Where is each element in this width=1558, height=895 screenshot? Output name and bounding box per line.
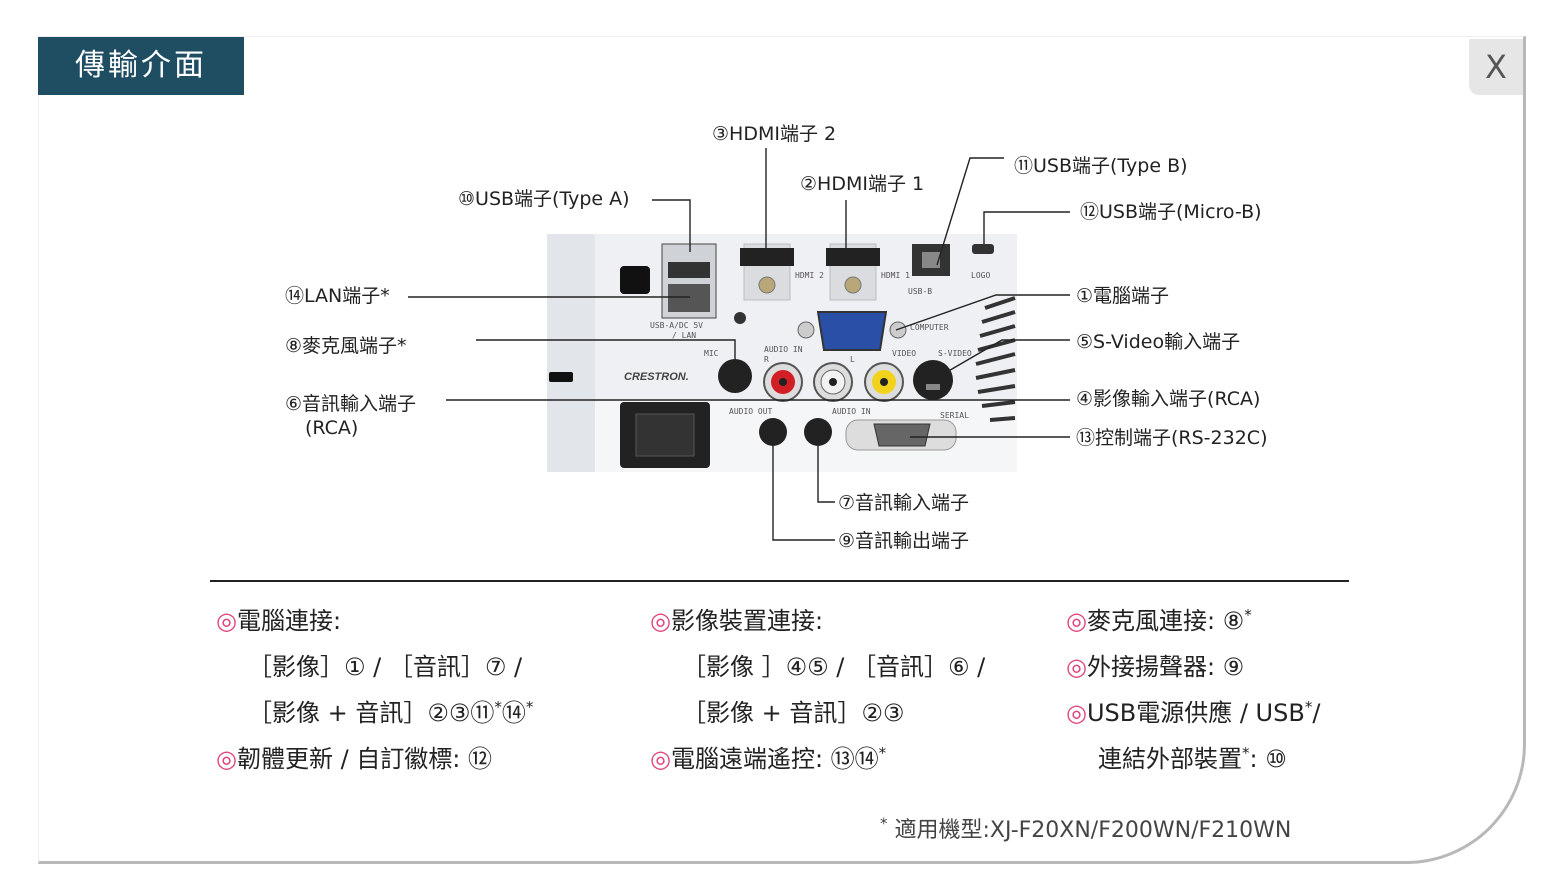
power-inlet-inner (635, 413, 695, 457)
svideo-key (926, 384, 940, 390)
audio-l-center (829, 378, 837, 386)
lan-port (668, 284, 710, 312)
callout-video-rca: ④影像輸入端子(RCA) (1076, 388, 1260, 410)
legend-line: ◎電腦遠端遙控: ⑬⑭* (650, 736, 985, 782)
callout-svideo: ⑤S-Video輸入端子 (1076, 331, 1240, 353)
sensor-window (620, 266, 650, 294)
legend-line: ◎韌體更新 / 自訂徽標: ⑫ (216, 745, 493, 773)
legend-text: ⑭ (501, 699, 526, 727)
panel-side (547, 234, 595, 472)
callout-lines (408, 148, 1070, 541)
dialog-title: 傳輸介面 (38, 37, 244, 95)
bullet-icon: ◎ (1066, 699, 1087, 727)
legend-text: ［影像 + 音訊］②③⑪ (248, 699, 495, 727)
legend-line: ［影像 + 音訊］②③ (682, 699, 905, 727)
audio-out-text: AUDIO OUT (729, 407, 773, 416)
hdmi2-screw (758, 276, 776, 294)
legend-line: ［影像 + 音訊］②③⑪*⑭* (216, 690, 533, 736)
lan-text: / LAN (672, 331, 696, 340)
hdmi1-text: HDMI 1 (881, 271, 910, 280)
footnote-mark: * (878, 744, 887, 762)
legend-line: ◎USB電源供應 / USB*/ (1066, 690, 1320, 736)
legend-column-computer: ◎電腦連接: ［影像］① / ［音訊］⑦ / ［影像 + 音訊］②③⑪*⑭* ◎… (216, 598, 533, 782)
serial-port (873, 423, 931, 447)
callout-hdmi2: ③HDMI端子 2 (712, 123, 836, 145)
bullet-icon: ◎ (650, 607, 671, 635)
serial-text: SERIAL (940, 411, 969, 420)
legend-text: 連結外部裝置 (1098, 745, 1242, 773)
legend-column-video: ◎影像裝置連接: ［影像 ］④⑤ / ［音訊］⑥ / ［影像 + 音訊］②③ ◎… (650, 598, 985, 782)
section-divider (210, 580, 1349, 582)
indicator-hole (734, 312, 746, 324)
video-text: VIDEO (892, 349, 916, 358)
legend-column-other: ◎麥克風連接: ⑧* ◎外接揚聲器: ⑨ ◎USB電源供應 / USB*/ 連結… (1066, 598, 1320, 782)
vga-screw-left (797, 321, 815, 339)
audio-r-center (779, 378, 787, 386)
legend-line: ◎影像裝置連接: (650, 607, 824, 635)
footnote-mark: * (1242, 744, 1250, 762)
micro-b-port (972, 244, 994, 254)
footnote-mark: * (1244, 606, 1252, 624)
legend-text: : ⑩ (1249, 745, 1287, 773)
svideo-text: S-VIDEO (938, 349, 972, 358)
callout-audio-in-rca-2: (RCA) (305, 417, 358, 439)
usb-b-text: USB-B (908, 287, 932, 296)
callout-usb-typeb: ⑪USB端子(Type B) (1014, 155, 1188, 177)
hdmi1-port (826, 248, 880, 266)
callout-audio-out: ⑨音訊輸出端子 (838, 530, 969, 552)
legend-line: ◎電腦連接: (216, 607, 342, 635)
audio-in-text: AUDIO IN (832, 407, 871, 416)
legend-line: ◎麥克風連接: ⑧* (1066, 598, 1320, 644)
computer-text: COMPUTER (910, 323, 949, 332)
legend-line: ［影像 ］④⑤ / ［音訊］⑥ / (682, 653, 986, 681)
callout-audio-in-rca: ⑥音訊輸入端子 (285, 393, 416, 415)
hdmi1-screw (844, 276, 862, 294)
bullet-icon: ◎ (1066, 607, 1087, 635)
usb-a-port (668, 262, 710, 278)
footnote-star: * (880, 814, 888, 833)
legend-text: ◎USB電源供應 / USB (1066, 699, 1305, 727)
bullet-icon: ◎ (650, 745, 671, 773)
bullet-icon: ◎ (216, 745, 237, 773)
logo-text: LOGO (971, 271, 990, 280)
usb-a-text: USB-A/DC 5V (650, 321, 703, 330)
bullet-icon: ◎ (216, 607, 237, 635)
callout-audio-in: ⑦音訊輸入端子 (838, 492, 969, 514)
footnote-mark: * (494, 698, 502, 716)
legend-text: ◎電腦遠端遙控: ⑬⑭ (650, 745, 879, 773)
legend-line: 連結外部裝置*: ⑩ (1066, 736, 1320, 782)
vent-grille (975, 296, 1016, 422)
video-center (880, 378, 888, 386)
bullet-icon: ◎ (1066, 653, 1087, 681)
usb-b-inner (922, 252, 940, 268)
hdmi2-port (740, 248, 794, 266)
callout-lan: ⑭LAN端子* (285, 285, 390, 307)
audio-in-top-text: AUDIO IN (764, 345, 803, 354)
crestron-logo: CRESTRON. (624, 371, 689, 383)
callout-hdmi1: ②HDMI端子 1 (800, 173, 924, 195)
legend-text: / (1312, 699, 1321, 727)
vga-port (816, 311, 888, 351)
callout-mic: ⑧麥克風端子* (285, 335, 407, 357)
callout-control: ⑬控制端子(RS-232C) (1076, 427, 1267, 449)
callout-usb-microb: ⑫USB端子(Micro-B) (1080, 201, 1262, 223)
callout-computer: ①電腦端子 (1076, 285, 1169, 307)
legend-line: ◎外接揚聲器: ⑨ (1066, 653, 1245, 681)
footnote-mark: * (1304, 698, 1313, 716)
footnote-text: 適用機型:XJ-F20XN/F200WN/F210WN (894, 818, 1292, 843)
hdmi2-text: HDMI 2 (795, 271, 824, 280)
footnote-mark: * (525, 698, 534, 716)
legend-text: ◎麥克風連接: ⑧ (1066, 607, 1245, 635)
footnote: * 適用機型:XJ-F20XN/F200WN/F210WN (880, 812, 1291, 844)
callout-usb-typea: ⑩USB端子(Type A) (458, 188, 630, 210)
lock-slot (549, 372, 573, 382)
l-text: L (850, 355, 855, 364)
close-button[interactable]: X (1469, 39, 1523, 95)
mic-text: MIC (704, 349, 719, 358)
r-text: R (764, 355, 769, 364)
legend-line: ［影像］① / ［音訊］⑦ / (248, 653, 523, 681)
